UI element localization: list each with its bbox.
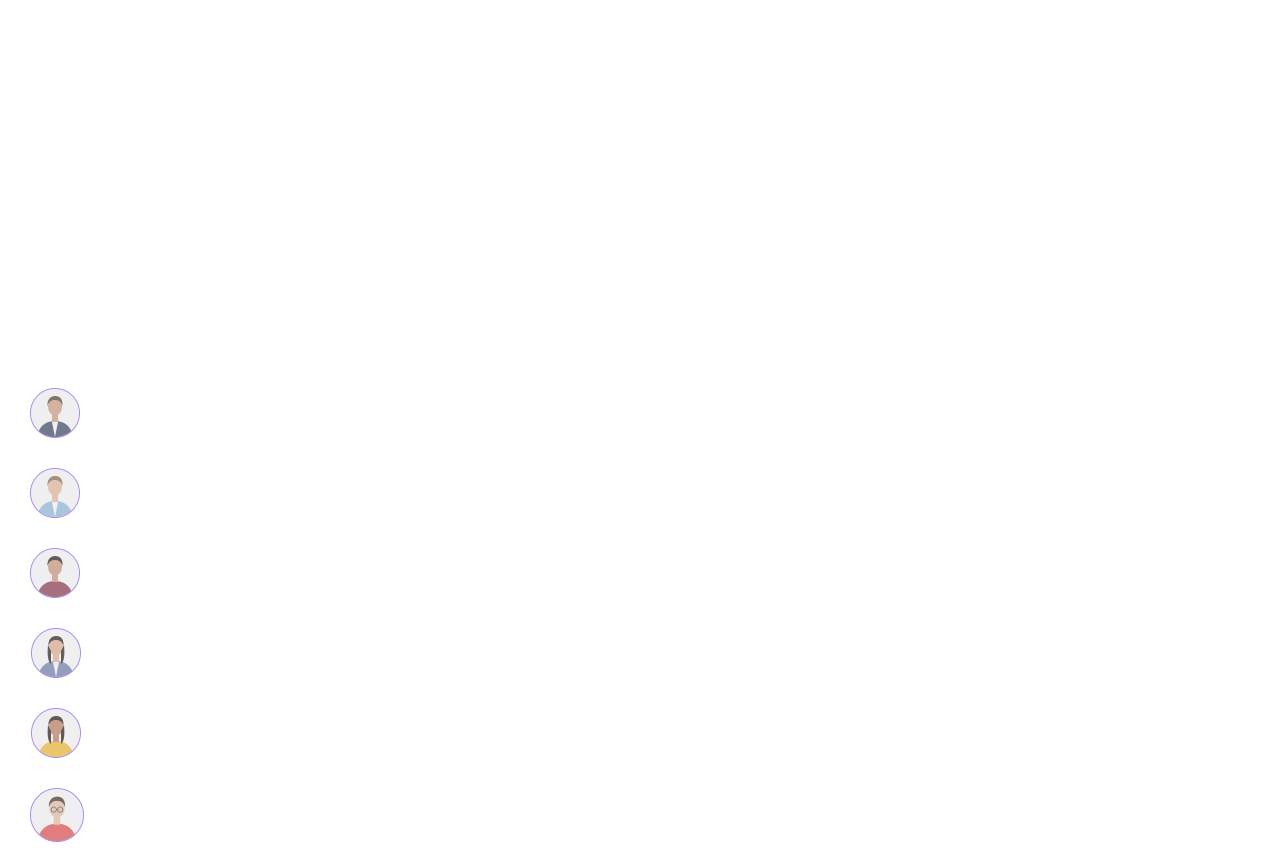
avatar[interactable] [30, 788, 84, 842]
person-avatar-icon [31, 469, 79, 517]
avatar[interactable] [30, 388, 80, 438]
avatar[interactable] [30, 468, 80, 518]
person-avatar-icon [31, 389, 79, 437]
person-avatar-icon [32, 709, 80, 757]
avatar[interactable] [31, 708, 81, 758]
person-avatar-icon [31, 789, 83, 841]
avatar[interactable] [31, 628, 81, 678]
person-avatar-icon [32, 629, 80, 677]
avatar[interactable] [30, 548, 80, 598]
person-avatar-icon [31, 549, 79, 597]
